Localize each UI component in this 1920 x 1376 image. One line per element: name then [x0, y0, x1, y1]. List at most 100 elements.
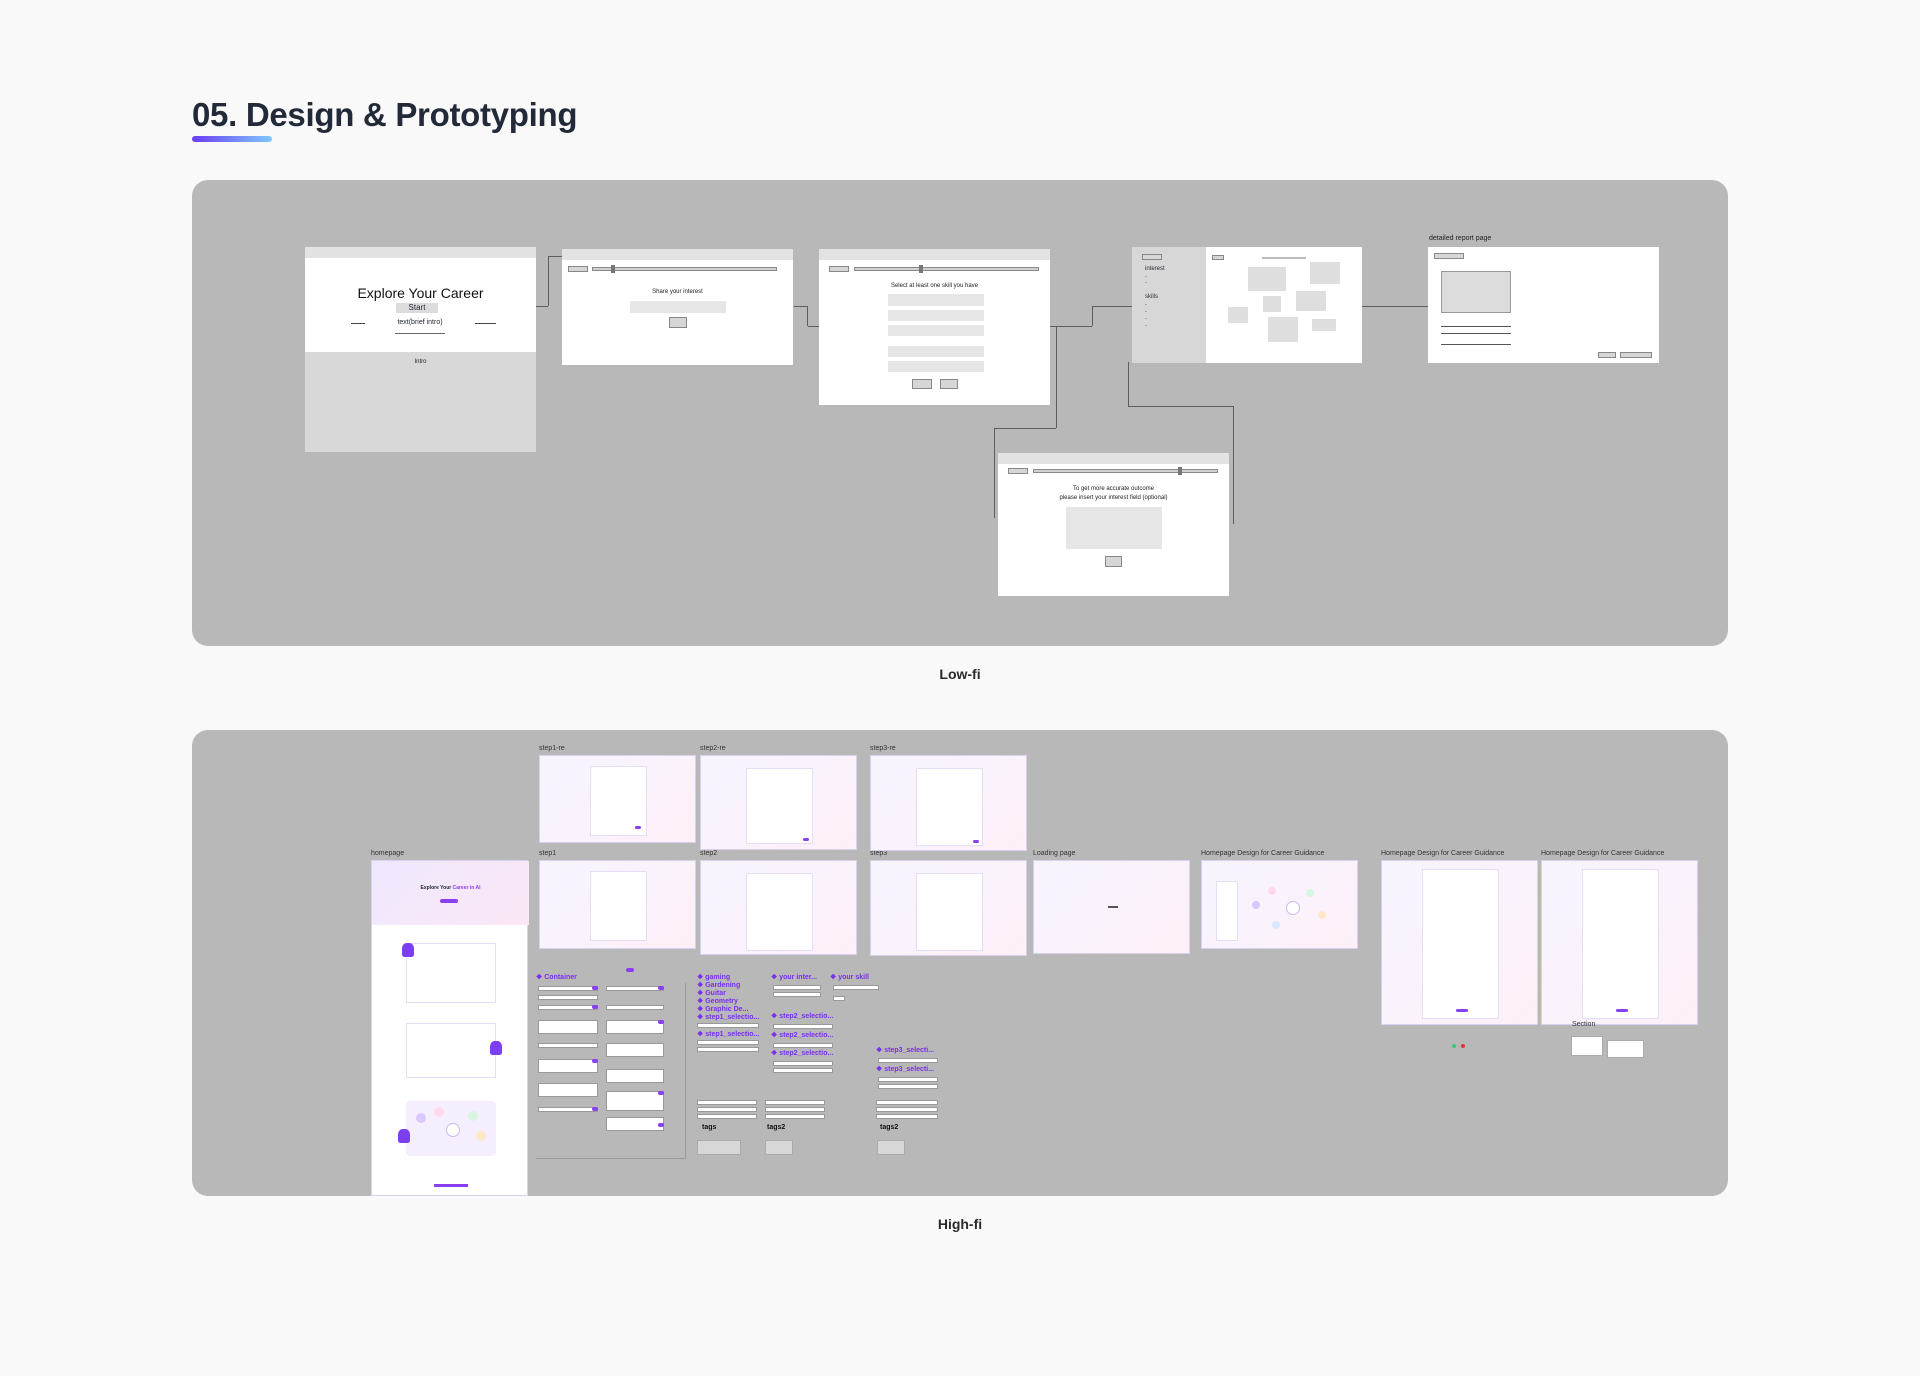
lofi-progress-knob[interactable] [611, 265, 615, 273]
lofi-career-block[interactable] [1268, 317, 1298, 342]
lofi-skill-option[interactable] [888, 294, 984, 306]
lofi-next-button[interactable] [1105, 556, 1122, 567]
step2-field [773, 1043, 833, 1048]
interest-item: ❖ Graphic De... [697, 1006, 749, 1013]
step1-frame[interactable] [539, 860, 696, 949]
interest-text: step1_selectio... [705, 1014, 760, 1021]
next-pill[interactable] [803, 838, 809, 841]
lofi-progress-knob[interactable] [1178, 467, 1182, 475]
step2-selection-label: ❖ step2_selectio... [771, 1013, 834, 1020]
container-row [606, 1091, 664, 1111]
container-toggle[interactable] [658, 986, 664, 990]
step2-selection-text: step2_selectio... [779, 1050, 834, 1057]
lowfi-optional-screen[interactable]: To get more accurate outcome please inse… [998, 453, 1229, 596]
lofi-progress-slider[interactable] [1033, 469, 1218, 473]
lofi-skill-option[interactable] [888, 325, 984, 336]
lofi-report-action[interactable] [1598, 352, 1616, 358]
container-toggle[interactable] [592, 1107, 598, 1111]
step3-selection-label: ❖ step3_selecti... [876, 1047, 935, 1054]
step1-re-frame[interactable] [539, 755, 696, 843]
mascot-icon [398, 1129, 410, 1143]
container-toggle[interactable] [592, 1059, 598, 1063]
tag-sample [877, 1140, 905, 1155]
step3-field [878, 1084, 938, 1089]
bubble [1272, 921, 1280, 929]
lofi-back-button[interactable] [1434, 253, 1464, 259]
step2-field [773, 1068, 833, 1073]
hero-cta[interactable] [440, 899, 458, 903]
container-toggle[interactable] [592, 1005, 598, 1009]
lofi-progress-knob[interactable] [919, 265, 923, 273]
home-design-frame-1[interactable] [1201, 860, 1358, 949]
container-header-pill[interactable] [626, 968, 634, 972]
container-toggle[interactable] [592, 986, 598, 990]
home-design-frame-2[interactable] [1381, 860, 1538, 1025]
lofi-report-action[interactable] [1620, 352, 1652, 358]
question-card [590, 766, 647, 836]
homepage-frame[interactable]: Explore Your Career in AI [371, 860, 529, 1196]
lofi-back-button[interactable] [1008, 468, 1028, 474]
lofi-back-button[interactable] [829, 266, 849, 272]
frame-label: step1 [539, 850, 557, 857]
tag-row [697, 1107, 757, 1112]
lofi-career-block[interactable] [1248, 267, 1286, 291]
bubble [476, 1131, 486, 1141]
skill-field [833, 985, 879, 990]
loading-frame[interactable] [1033, 860, 1190, 954]
step3-selection-text: step3_selecti... [884, 1047, 935, 1054]
lofi-career-block[interactable] [1263, 296, 1281, 312]
container-toggle[interactable] [658, 1123, 664, 1127]
bubble [416, 1113, 426, 1123]
lofi-interest-input[interactable] [630, 301, 726, 313]
step2-field [773, 1061, 833, 1066]
flow-arrow [1056, 326, 1057, 428]
lofi-career-block[interactable] [1296, 291, 1326, 311]
lowfi-intro-screen[interactable]: Explore Your Career Start text(brief int… [305, 247, 536, 452]
step2-frame[interactable] [700, 860, 857, 955]
lofi-progress-slider[interactable] [592, 267, 777, 271]
lofi-career-block[interactable] [1228, 307, 1248, 323]
lofi-next-button[interactable] [940, 379, 958, 389]
lofi-career-block[interactable] [1312, 319, 1336, 331]
tag-row [876, 1100, 938, 1105]
lofi-skill-option[interactable] [888, 346, 984, 357]
lofi-sidebar-button[interactable] [1142, 254, 1162, 260]
container-row [538, 1083, 598, 1097]
mascot-icon [490, 1041, 502, 1055]
next-pill[interactable] [635, 826, 641, 829]
lofi-skill-option[interactable] [888, 310, 984, 321]
lowfi-skill-screen[interactable]: Select at least one skill you have [819, 249, 1050, 405]
home-design-frame-3[interactable] [1541, 860, 1698, 1025]
container-toggle[interactable] [658, 1020, 664, 1024]
interest-item: ❖ Geometry [697, 998, 738, 1005]
lofi-back-step-button[interactable] [912, 379, 932, 389]
lofi-toggle[interactable] [1212, 255, 1224, 260]
lofi-field-input[interactable] [1066, 507, 1162, 549]
lowfi-results-screen[interactable]: interest - - skills - - - - [1132, 247, 1362, 363]
report-cta[interactable] [1616, 1009, 1628, 1012]
your-interest-text: your inter... [779, 974, 817, 981]
question-card [916, 768, 983, 846]
lofi-dot: - [1145, 274, 1147, 280]
step2-re-frame[interactable] [700, 755, 857, 850]
lowfi-report-screen[interactable] [1428, 247, 1659, 363]
lofi-progress-slider[interactable] [854, 267, 1039, 271]
container-row [606, 986, 664, 991]
next-pill[interactable] [973, 840, 979, 843]
lowfi-interest-screen[interactable]: Share your interest [562, 249, 793, 365]
step3-re-frame[interactable] [870, 755, 1027, 851]
lofi-next-button[interactable] [669, 317, 687, 328]
lofi-career-block[interactable] [1310, 262, 1340, 284]
results-sidebar [1216, 881, 1238, 941]
tag-row [697, 1100, 757, 1105]
container-toggle[interactable] [658, 1091, 664, 1095]
lofi-subtitle: text(brief intro) [365, 319, 475, 326]
lofi-back-button[interactable] [568, 266, 588, 272]
step3-frame[interactable] [870, 860, 1027, 956]
selection-field [697, 1047, 759, 1052]
interest-field [773, 985, 821, 990]
report-cta[interactable] [1456, 1009, 1468, 1012]
lofi-skill-option[interactable] [888, 361, 984, 372]
lofi-start-button[interactable]: Start [396, 303, 438, 313]
your-skill-text: your skill [838, 974, 869, 981]
